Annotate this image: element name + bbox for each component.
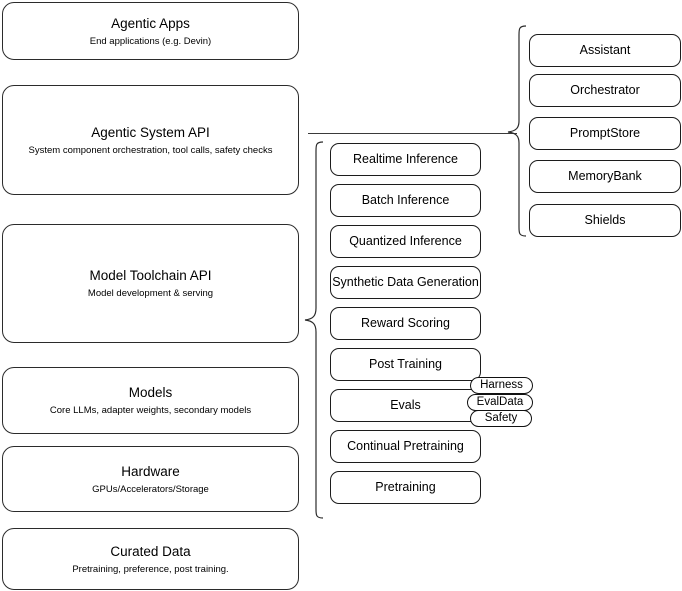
pill-label: Reward Scoring: [361, 316, 450, 330]
stack-box-agentic-apps[interactable]: Agentic Apps End applications (e.g. Devi…: [2, 2, 299, 60]
toolchain-pill-realtime-inference[interactable]: Realtime Inference: [330, 143, 481, 176]
pill-label: Assistant: [579, 43, 631, 57]
connector-line-agentic-system: [308, 133, 517, 134]
agentic-pill-shields[interactable]: Shields: [529, 204, 681, 237]
stack-box-subtitle: Core LLMs, adapter weights, secondary mo…: [49, 405, 252, 416]
agentic-pill-orchestrator[interactable]: Orchestrator: [529, 74, 681, 107]
eval-tag-safety[interactable]: Safety: [470, 410, 532, 427]
pill-label: Orchestrator: [570, 83, 640, 97]
stack-box-subtitle: System component orchestration, tool cal…: [28, 144, 273, 156]
stack-box-title: Hardware: [121, 463, 180, 479]
stack-box-title: Agentic System API: [91, 124, 210, 140]
pill-label: Quantized Inference: [349, 234, 462, 248]
stack-box-models[interactable]: Models Core LLMs, adapter weights, secon…: [2, 367, 299, 434]
toolchain-pill-batch-inference[interactable]: Batch Inference: [330, 184, 481, 217]
pill-label: Continual Pretraining: [347, 439, 464, 453]
pill-label: Evals: [390, 398, 421, 412]
toolchain-pill-quantized-inference[interactable]: Quantized Inference: [330, 225, 481, 258]
brace-toolchain: [304, 141, 324, 519]
capsule-label: EvalData: [476, 396, 524, 408]
toolchain-pill-post-training[interactable]: Post Training: [330, 348, 481, 381]
pill-label: Realtime Inference: [353, 152, 458, 166]
pill-label: Batch Inference: [361, 193, 450, 207]
pill-label: Post Training: [369, 357, 442, 371]
stack-box-subtitle: End applications (e.g. Devin): [89, 35, 212, 47]
stack-box-curated-data[interactable]: Curated Data Pretraining, preference, po…: [2, 528, 299, 590]
pill-label: MemoryBank: [568, 169, 642, 183]
agentic-pill-memorybank[interactable]: MemoryBank: [529, 160, 681, 193]
capsule-label: Safety: [484, 412, 518, 424]
stack-box-title: Agentic Apps: [111, 15, 190, 31]
capsule-label: Harness: [480, 379, 523, 391]
pill-label: Pretraining: [375, 480, 436, 494]
toolchain-pill-continual-pretraining[interactable]: Continual Pretraining: [330, 430, 481, 463]
stack-box-subtitle: Model development & serving: [87, 288, 214, 299]
stack-box-title: Curated Data: [110, 543, 191, 559]
stack-box-subtitle: Pretraining, preference, post training.: [72, 563, 229, 575]
pill-label: Shields: [584, 213, 626, 227]
stack-box-subtitle: GPUs/Accelerators/Storage: [92, 483, 209, 495]
toolchain-pill-pretraining[interactable]: Pretraining: [330, 471, 481, 504]
stack-box-hardware[interactable]: Hardware GPUs/Accelerators/Storage: [2, 446, 299, 512]
eval-tag-evaldata[interactable]: EvalData: [467, 394, 533, 411]
agentic-pill-assistant[interactable]: Assistant: [529, 34, 681, 67]
toolchain-pill-reward-scoring[interactable]: Reward Scoring: [330, 307, 481, 340]
stack-box-agentic-system-api[interactable]: Agentic System API System component orch…: [2, 85, 299, 195]
stack-box-model-toolchain-api[interactable]: Model Toolchain API Model development & …: [2, 224, 299, 343]
pill-label: Synthetic Data Generation: [332, 275, 479, 289]
brace-agentic-system: [507, 25, 527, 237]
pill-label: PromptStore: [569, 126, 641, 140]
eval-tag-harness[interactable]: Harness: [470, 377, 533, 394]
stack-box-title: Model Toolchain API: [89, 268, 212, 283]
toolchain-pill-evals[interactable]: Evals: [330, 389, 481, 422]
toolchain-pill-synthetic-data-generation[interactable]: Synthetic Data Generation: [330, 266, 481, 299]
stack-box-title: Models: [128, 385, 173, 400]
agentic-pill-promptstore[interactable]: PromptStore: [529, 117, 681, 150]
